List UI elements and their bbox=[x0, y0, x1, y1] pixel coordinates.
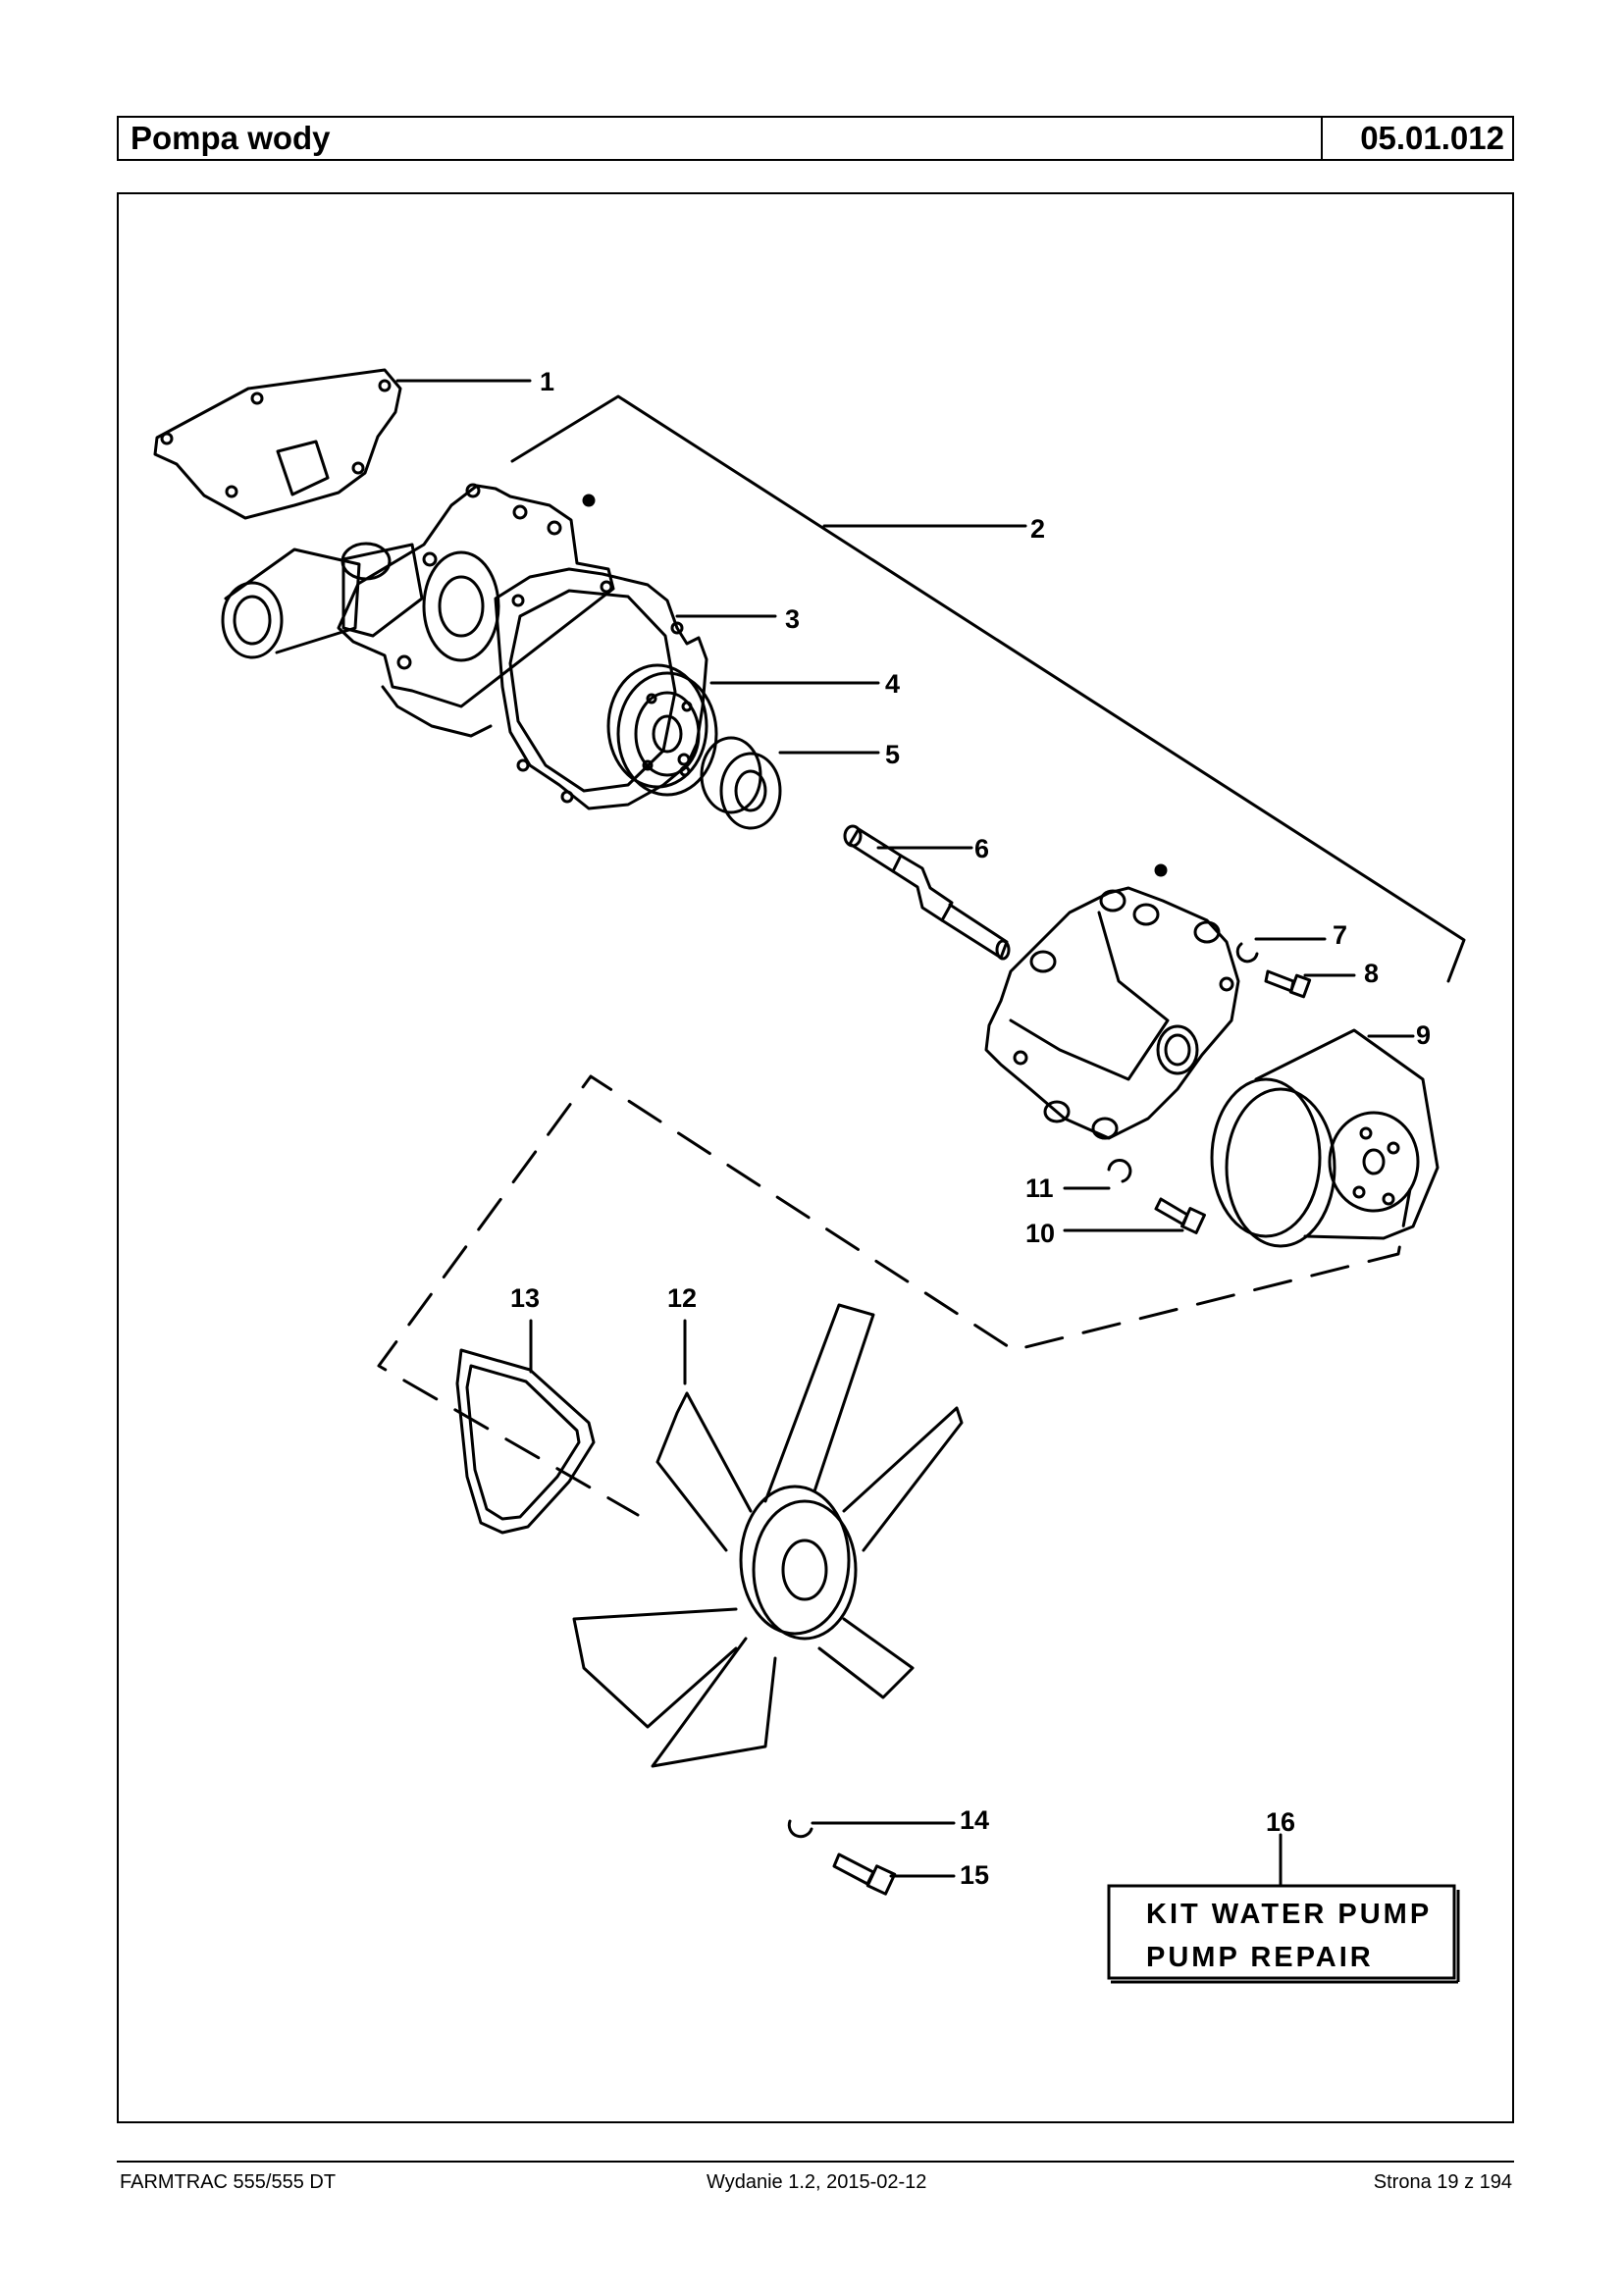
callout-15: 15 bbox=[960, 1860, 989, 1890]
part-outlet-plate bbox=[153, 368, 402, 520]
part-pulley-hub bbox=[606, 663, 718, 797]
part-pump-housing bbox=[984, 886, 1240, 1140]
kit-label-box: KIT WATER PUMP PUMP REPAIR bbox=[1107, 1884, 1460, 1984]
callout-8: 8 bbox=[1364, 959, 1379, 988]
callout-13: 13 bbox=[510, 1283, 540, 1313]
part-shaft bbox=[843, 824, 1011, 961]
part-snap-ring-7 bbox=[1235, 942, 1259, 964]
callout-10: 10 bbox=[1025, 1219, 1055, 1248]
kit-line-1: KIT WATER PUMP bbox=[1146, 1899, 1432, 1930]
part-seal bbox=[700, 736, 782, 830]
assembly-bracket-dashed bbox=[377, 1074, 1412, 1517]
footer-edition: Wydanie 1.2, 2015-02-12 bbox=[707, 2171, 927, 2193]
callout-6: 6 bbox=[974, 834, 989, 863]
page-title: Pompa wody bbox=[131, 120, 331, 156]
callout-12: 12 bbox=[667, 1283, 697, 1313]
part-snap-ring-11 bbox=[1107, 1158, 1132, 1183]
callout-5: 5 bbox=[885, 740, 900, 769]
part-v-belt bbox=[455, 1348, 596, 1535]
page-header: Pompa wody 05.01.012 bbox=[117, 116, 1514, 161]
part-pump-body bbox=[221, 483, 615, 738]
callout-7: 7 bbox=[1333, 920, 1347, 950]
callout-1: 1 bbox=[540, 367, 554, 396]
part-bolt-8 bbox=[1264, 969, 1312, 999]
part-fan bbox=[572, 1303, 964, 1768]
part-snap-ring-14 bbox=[787, 1819, 813, 1839]
section-code: 05.01.012 bbox=[1321, 118, 1512, 159]
callout-2: 2 bbox=[1030, 514, 1045, 544]
footer-model: FARMTRAC 555/555 DT bbox=[120, 2171, 337, 2193]
callout-16: 16 bbox=[1266, 1807, 1295, 1837]
callout-11: 11 bbox=[1025, 1174, 1054, 1203]
part-bolt-10 bbox=[1154, 1197, 1206, 1234]
assembly-bracket-solid bbox=[510, 394, 1466, 983]
footer-divider bbox=[117, 2161, 1514, 2163]
footer-page-number: Strona 19 z 194 bbox=[1373, 2171, 1512, 2193]
diagram-frame bbox=[117, 192, 1514, 2123]
callout-14: 14 bbox=[960, 1805, 989, 1835]
kit-line-2: PUMP REPAIR bbox=[1146, 1942, 1374, 1973]
callout-3: 3 bbox=[785, 604, 800, 634]
part-bolt-15 bbox=[832, 1852, 897, 1896]
part-pulley bbox=[1210, 1028, 1440, 1248]
callout-9: 9 bbox=[1416, 1020, 1431, 1050]
callout-4: 4 bbox=[885, 669, 900, 699]
